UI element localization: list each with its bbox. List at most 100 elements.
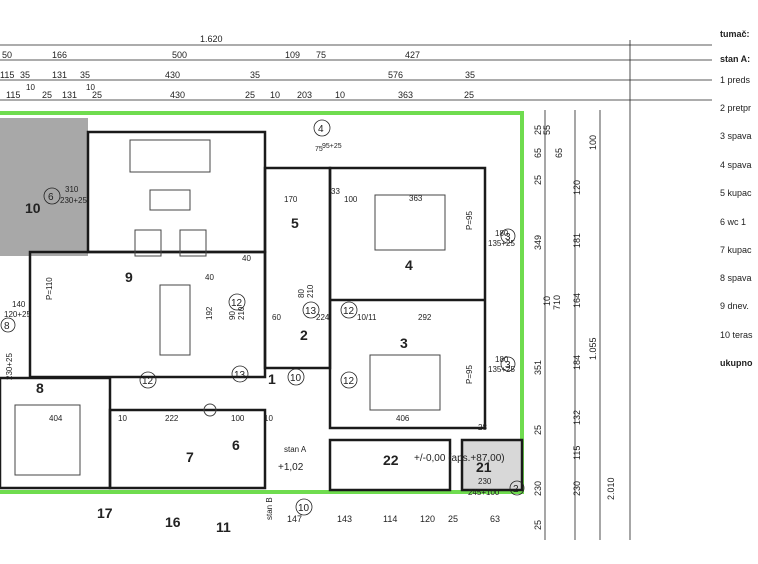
svg-text:12: 12 — [343, 376, 355, 387]
room-2: 2 — [300, 327, 308, 343]
svg-text:12: 12 — [142, 376, 154, 387]
svg-text:10: 10 — [290, 373, 302, 384]
svg-text:166: 166 — [52, 50, 67, 60]
svg-text:12: 12 — [231, 298, 243, 309]
svg-text:222: 222 — [165, 414, 179, 423]
svg-text:180: 180 — [495, 355, 509, 364]
dim-row3: 115 25 131 25 430 25 10 203 10 363 25 — [6, 90, 474, 100]
svg-text:100: 100 — [344, 195, 358, 204]
svg-text:25: 25 — [533, 125, 543, 135]
room-17: 17 — [97, 505, 113, 521]
svg-text:75: 75 — [316, 50, 326, 60]
svg-text:P=95: P=95 — [465, 211, 474, 230]
svg-text:65: 65 — [533, 148, 543, 158]
legend-item-3: 3 spava — [720, 131, 752, 141]
svg-text:25: 25 — [533, 520, 543, 530]
svg-text:25: 25 — [533, 425, 543, 435]
legend-total: ukupno — [720, 358, 753, 368]
svg-text:33: 33 — [331, 187, 340, 196]
dim-right-col2: 100 120 181 164 184 132 115 230 — [572, 135, 598, 496]
svg-text:210: 210 — [306, 284, 315, 298]
svg-text:10: 10 — [264, 414, 273, 423]
svg-text:131: 131 — [62, 90, 77, 100]
svg-text:351: 351 — [533, 360, 543, 375]
svg-text:95+25: 95+25 — [322, 143, 342, 150]
room-7: 7 — [186, 449, 194, 465]
svg-text:114: 114 — [383, 514, 397, 524]
legend-item-4: 4 spava — [720, 160, 752, 170]
legend-stan: stan A: — [720, 54, 751, 64]
svg-text:6: 6 — [48, 192, 54, 203]
room-6: 6 — [232, 437, 240, 453]
svg-text:406: 406 — [396, 414, 410, 423]
legend-title: tumač: — [720, 29, 750, 39]
svg-text:3: 3 — [505, 232, 511, 243]
svg-text:10: 10 — [26, 83, 35, 92]
svg-text:430: 430 — [170, 90, 185, 100]
svg-text:310: 310 — [65, 185, 79, 194]
svg-text:75: 75 — [315, 146, 323, 153]
svg-text:13: 13 — [305, 306, 317, 317]
svg-text:224: 224 — [316, 313, 330, 322]
svg-text:60: 60 — [272, 313, 281, 322]
legend-item-8: 8 spava — [720, 273, 752, 283]
svg-text:180: 180 — [495, 229, 509, 238]
svg-text:10: 10 — [298, 503, 310, 514]
svg-text:1.055: 1.055 — [588, 337, 598, 360]
svg-text:135+25: 135+25 — [488, 365, 515, 374]
furniture — [14, 139, 446, 476]
svg-text:500: 500 — [172, 50, 187, 60]
svg-text:10: 10 — [270, 90, 280, 100]
svg-text:4: 4 — [318, 124, 324, 135]
misc-labels: 180 135+25 180 135+25 363 406 P=95 P=95 … — [4, 187, 515, 520]
svg-text:40: 40 — [242, 254, 251, 263]
svg-text:230+25: 230+25 — [60, 196, 87, 205]
svg-text:100: 100 — [588, 135, 598, 150]
svg-text:10: 10 — [86, 83, 95, 92]
svg-text:230: 230 — [572, 481, 582, 496]
dim-row1: 50 166 500 109 75 427 — [2, 50, 420, 60]
svg-text:+1,02: +1,02 — [278, 462, 304, 473]
svg-text:132: 132 — [572, 410, 582, 425]
svg-text:135+25: 135+25 — [488, 239, 515, 248]
svg-text:10: 10 — [118, 414, 127, 423]
svg-text:430: 430 — [165, 70, 180, 80]
svg-text:25: 25 — [464, 90, 474, 100]
svg-text:25: 25 — [92, 90, 102, 100]
room-numbers: 10 9 8 4 3 5 2 1 7 6 22 21 17 16 11 — [25, 200, 492, 535]
dim-row2: 115 35 131 35 430 35 576 35 — [0, 70, 475, 80]
svg-text:13: 13 — [234, 370, 246, 381]
svg-text:35: 35 — [80, 70, 90, 80]
callout-markers — [0, 119, 525, 516]
svg-text:10/11: 10/11 — [357, 313, 377, 322]
dim-right-col3: 710 1.055 2.010 — [552, 295, 616, 500]
svg-text:230+25: 230+25 — [5, 353, 14, 380]
room-3: 3 — [400, 335, 408, 351]
svg-text:181: 181 — [572, 233, 582, 248]
terrace-area — [0, 118, 88, 256]
dimension-lines — [0, 40, 712, 540]
room-8: 8 — [36, 380, 44, 396]
legend-item-6: 6 wc 1 — [720, 217, 747, 227]
svg-text:90: 90 — [228, 311, 237, 320]
svg-text:25: 25 — [245, 90, 255, 100]
svg-text:P=95: P=95 — [465, 365, 474, 384]
svg-text:164: 164 — [572, 293, 582, 308]
dim-right-col1: 25 65 55 65 25 349 351 25 230 25 — [533, 125, 564, 530]
svg-text:+/-0,00 (aps.+87,00): +/-0,00 (aps.+87,00) — [414, 453, 505, 464]
svg-text:2: 2 — [513, 484, 519, 495]
walls — [0, 130, 524, 492]
room-4: 4 — [405, 257, 413, 273]
svg-text:63: 63 — [490, 514, 500, 524]
svg-text:109: 109 — [285, 50, 300, 60]
svg-text:131: 131 — [52, 70, 67, 80]
svg-text:143: 143 — [337, 514, 352, 524]
svg-text:35: 35 — [250, 70, 260, 80]
svg-text:576: 576 — [388, 70, 403, 80]
dim-row2-small: 10 10 — [26, 83, 95, 92]
svg-text:292: 292 — [418, 313, 432, 322]
legend-item-1: 1 preds — [720, 75, 751, 85]
svg-text:203: 203 — [297, 90, 312, 100]
svg-text:2.010: 2.010 — [606, 477, 616, 500]
svg-text:28: 28 — [478, 423, 487, 432]
